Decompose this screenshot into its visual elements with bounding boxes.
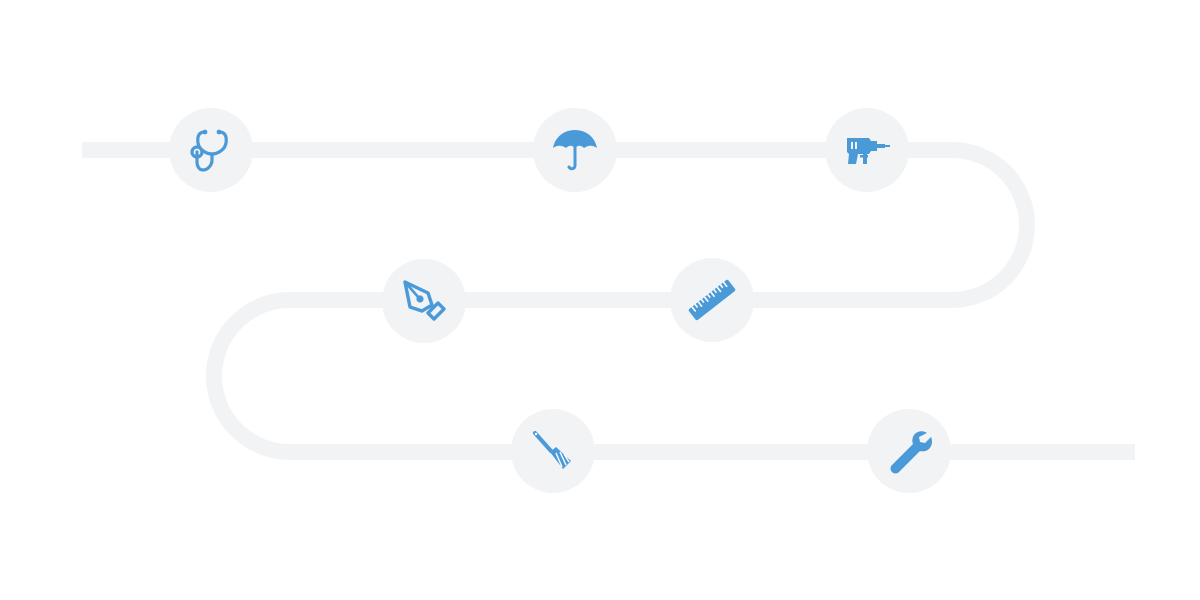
node-umbrella [533,108,617,192]
node-drill [825,108,909,192]
node-wrench [867,409,951,493]
umbrella-icon [553,130,597,171]
drill-icon [847,138,890,164]
node-spatula [511,409,595,493]
stethoscope-icon [190,129,228,172]
ruler-icon [688,279,736,321]
node-ruler [670,258,754,342]
spatula-icon [533,431,571,469]
node-stethoscope [169,108,253,192]
node-pen-nib [382,259,466,343]
pen-nib-icon [403,280,446,321]
wrench-icon [890,431,933,474]
